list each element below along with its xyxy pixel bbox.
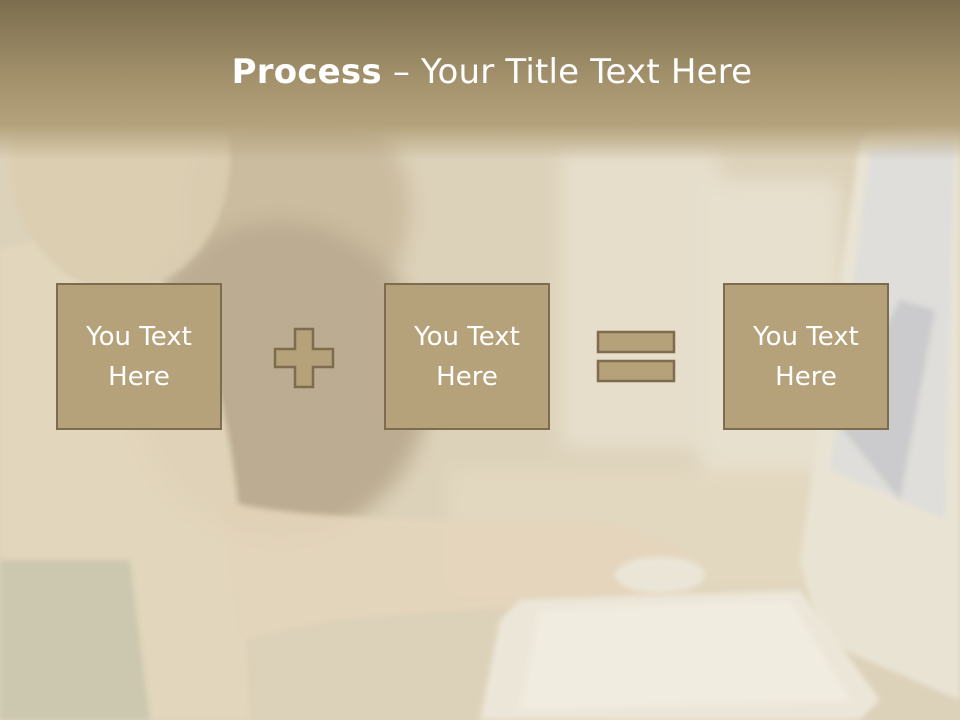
title-text: Your Title Text Here: [421, 52, 753, 92]
slide-title: Process – Your Title Text Here: [0, 52, 960, 92]
text-box-3-line1: You Text: [753, 321, 859, 352]
plus-icon: [273, 327, 335, 389]
text-box-3-line2: Here: [775, 361, 837, 392]
title-bar: [0, 0, 960, 160]
text-box-3[interactable]: You Text Here: [723, 283, 889, 430]
title-bold: Process: [231, 52, 382, 92]
text-box-1[interactable]: You Text Here: [56, 283, 222, 430]
text-box-1-line2: Here: [108, 361, 170, 392]
text-box-2[interactable]: You Text Here: [384, 283, 550, 430]
text-box-1-line1: You Text: [86, 321, 192, 352]
title-separator: –: [381, 52, 422, 92]
text-box-2-line1: You Text: [414, 321, 520, 352]
equals-icon: [596, 330, 676, 383]
text-box-2-line2: Here: [436, 361, 498, 392]
